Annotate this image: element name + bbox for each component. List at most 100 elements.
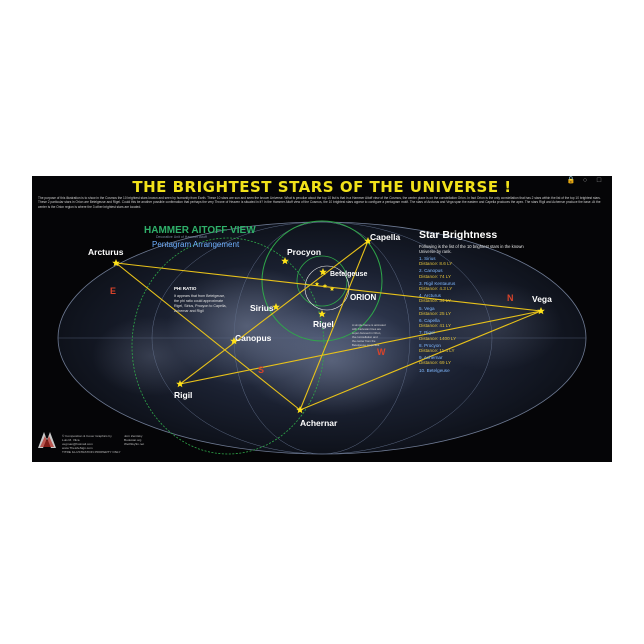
circle-icon[interactable]: ○ <box>582 177 588 184</box>
brightness-title: Star Brightness <box>419 229 498 241</box>
label-procyon: Procyon <box>287 247 321 257</box>
label-vega: Vega <box>532 294 552 304</box>
pentagram-line <box>179 240 369 385</box>
credit-line: WebSky9n.net <box>124 442 145 446</box>
star-rank-name: 5. Vega <box>419 305 435 311</box>
pentagram-line <box>299 240 369 411</box>
view-title: HAMMER AITOFF VIEW <box>144 225 256 236</box>
star-sirius-icon <box>272 303 280 311</box>
label-canopus: Canopus <box>235 333 272 343</box>
pentagram-line <box>115 262 301 411</box>
orion-note-line: the center from the <box>352 339 376 343</box>
credit-line: © Composition & Cover Graphics by <box>62 434 112 438</box>
phi-line: Achernar and Rigil <box>174 309 204 313</box>
direction-east: E <box>110 286 116 296</box>
credit-line: TITRE ILLUSTRATION PROPERTY ONLY <box>62 450 121 454</box>
star-brightness-panel: Star Brightness Following is the list of… <box>419 229 524 373</box>
intro-text: The purpose of this illustration is to s… <box>38 196 601 209</box>
credit-line: www.TheLifeSign.com <box>62 446 93 450</box>
direction-north: N <box>507 293 514 303</box>
phi-line: It appears that from Betelgeuse, <box>174 294 225 298</box>
star-distance: Distance: 41 LY <box>419 323 452 329</box>
phi-heading: PHI RATIO <box>174 286 197 291</box>
orion-belt-star-icon <box>329 286 335 291</box>
star-distance: Distance: 8.6 LY <box>419 261 453 267</box>
star-achernar-icon <box>296 406 304 414</box>
milky-way-haze <box>422 281 562 371</box>
label-achernar: Achernar <box>300 418 338 428</box>
direction-south: S <box>258 365 264 375</box>
star-rank-name: 7. Rigel <box>419 330 435 336</box>
star-distance: Distance: 74 LY <box>419 273 452 279</box>
sky-map: Arcturus Procyon Capella Betelgeuse Siri… <box>57 220 587 455</box>
label-capella: Capella <box>370 232 401 242</box>
star-rigil-icon <box>176 380 184 388</box>
credit-line: Bookstar.org <box>124 438 142 442</box>
star-rank-name: 9. Achernar <box>419 355 443 361</box>
credit-line: vegman@hotmail.com <box>62 442 93 446</box>
phi-line: the phi ratio could approximate <box>174 299 223 303</box>
poster-title: THE BRIGHTEST STARS OF THE UNIVERSE ! <box>132 178 512 196</box>
star-rank-name: 2. Canopus <box>419 268 443 274</box>
orion-label: ORION <box>350 293 376 302</box>
label-rigel: Rigel <box>313 319 334 329</box>
pentagram-lines <box>115 240 542 411</box>
label-sirius: Sirius <box>250 303 274 313</box>
list-item: 10. Betelgeuse <box>419 368 524 373</box>
star-rank-name: 1. Sirius <box>419 256 436 261</box>
star-distance: Distance: 4.3 LY <box>419 286 453 292</box>
logo-icon <box>38 432 56 448</box>
direction-west: W <box>377 347 386 357</box>
star-capella-icon <box>364 237 372 245</box>
star-rigel-icon <box>318 310 326 318</box>
inner-green-circle <box>296 255 348 307</box>
star-distance: Distance: 69 LY <box>419 360 452 366</box>
star-markers <box>112 237 545 414</box>
label-rigil: Rigil <box>174 390 192 400</box>
orion-circle <box>261 220 383 342</box>
star-vega-icon <box>537 307 545 315</box>
star-rank-name: 3. Rigil Kentaurus <box>419 280 456 286</box>
orion-note-line: Betelgeuse properties. <box>352 343 380 347</box>
lock-icon[interactable]: 🔒 <box>566 177 576 184</box>
star-arcturus-icon <box>112 259 120 267</box>
green-arc-left <box>131 237 325 455</box>
star-distance: Distance: 34 LY <box>419 298 452 304</box>
star-distance: Distance: 25 LY <box>419 310 452 316</box>
orion-belt-star-icon <box>322 283 328 288</box>
pentagram-line <box>179 310 542 385</box>
credit-line: Luis M. Vilca <box>62 438 80 442</box>
star-distance: Distance: 1400 LY <box>419 335 457 341</box>
star-rank-name: 6. Capella <box>419 318 440 324</box>
star-rank-name: 10. Betelgeuse <box>419 367 450 373</box>
star-betelgeuse-icon <box>319 268 327 276</box>
star-distance: Distance: 11.4 LY <box>419 348 455 354</box>
orion-note-line: A simple frame is animated <box>352 323 386 327</box>
brightness-subtitle: Following is the list of the 10 brightes… <box>419 244 524 254</box>
orion-belt-star-icon <box>314 281 320 286</box>
star-rank-name: 8. Procyon <box>419 342 441 348</box>
star-canopus-icon <box>230 337 238 345</box>
label-betelgeuse: Betelgeuse <box>330 271 367 278</box>
credit-line: Jorn Zenitsky <box>124 434 143 438</box>
milky-way-haze <box>92 316 212 396</box>
arrangement-title: Pentagram Arrangement <box>152 240 240 249</box>
orion-note-line: tha constellation and <box>352 335 378 339</box>
credits-right: Jorn Zenitsky Bookstar.org WebSky9n.net <box>124 434 144 446</box>
milky-way-haze <box>242 306 422 416</box>
star-procyon-icon <box>281 257 289 265</box>
pentagram-line <box>299 310 542 411</box>
star-rank-name: 4. Arcturus <box>419 293 441 299</box>
orion-note-line: with Cartesian lines are <box>352 327 382 331</box>
phi-line: Rigel, Sirius, Procyon to Capella, <box>174 304 227 308</box>
square-icon[interactable]: □ <box>596 177 602 184</box>
